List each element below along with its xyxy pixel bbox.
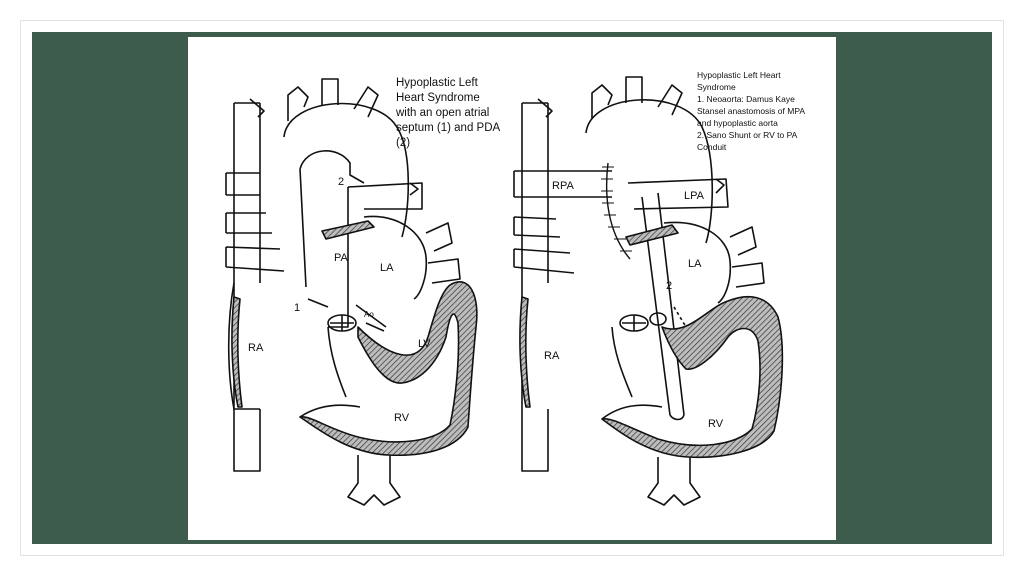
label-rv-right: RV (708, 418, 724, 430)
left-inferior-vena-cava (234, 409, 260, 471)
left-pulmonary-vein-2 (226, 213, 272, 233)
right-descending-aorta (648, 457, 700, 505)
heart-diagram-figure: PA LA RA LV RV Ao 1 2 RPA LPA LA RA RV 2… (188, 37, 836, 540)
label-rpa: RPA (552, 180, 574, 192)
label-ao: Ao (364, 310, 374, 319)
right-ventricle-wall (602, 297, 782, 458)
left-pulmonary-vein-1 (226, 173, 260, 195)
right-caption: Hypoplastic Left Heart Syndrome 1. Neoao… (697, 69, 837, 153)
left-descending-aorta (348, 455, 400, 505)
label-ra-left: RA (248, 342, 264, 354)
label-conduit-marker: 2 (666, 280, 672, 292)
label-pa: PA (334, 252, 349, 264)
label-ra-right: RA (544, 350, 560, 362)
label-lpa: LPA (684, 190, 705, 202)
label-la-right: LA (688, 258, 702, 270)
left-left-atrium (364, 216, 426, 299)
left-pulmonary-artery (300, 151, 364, 327)
left-caption: Hypoplastic Left Heart Syndrome with an … (396, 76, 516, 151)
label-pda-marker: 2 (338, 176, 344, 188)
left-ventricle-wall (300, 282, 477, 455)
right-dks-suture-line (607, 163, 630, 259)
label-la-left: LA (380, 262, 394, 274)
label-rv-left: RV (394, 412, 410, 424)
label-lv: LV (418, 338, 431, 350)
label-septum-marker: 1 (294, 302, 300, 314)
